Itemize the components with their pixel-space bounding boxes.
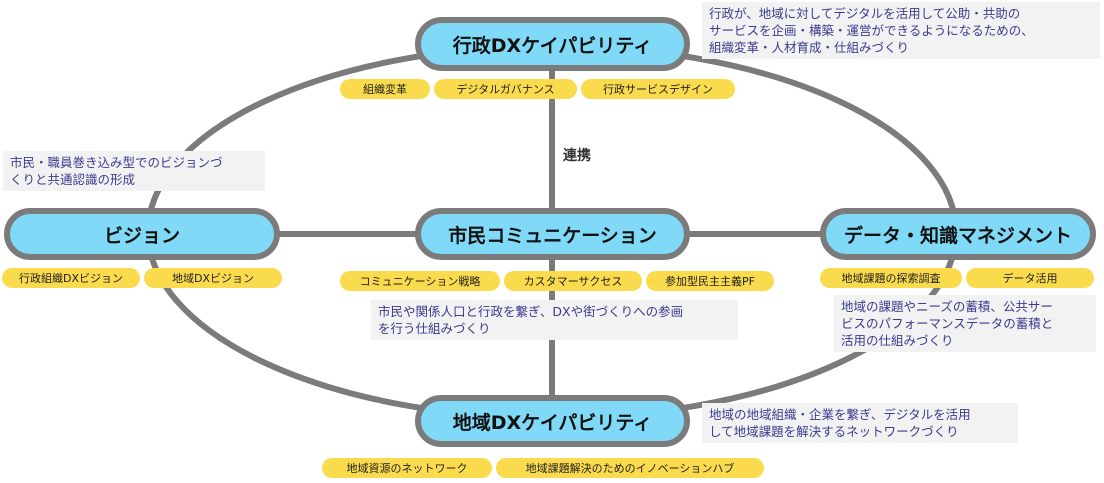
node-data-knowledge: データ・知識マネジメント: [820, 208, 1096, 260]
node-citizen-communication: 市民コミュニケーション: [415, 208, 690, 260]
tag-chiiki-dx-vision: 地域DXビジョン: [144, 268, 282, 288]
tag-gyosei-service-design: 行政サービスデザイン: [581, 79, 735, 99]
note-line: 組織変革・人材育成・仕組みづくり: [709, 40, 910, 55]
note-line: を行う仕組みづくり: [378, 321, 491, 336]
tag-data-katsuyo: データ活用: [966, 268, 1094, 288]
note-line: 市民や関係人口と行政を繋ぎ、DXや街づくりへの参画: [378, 304, 684, 319]
tag-customer-success: カスタマーサクセス: [504, 271, 642, 291]
node-gyosei-dx: 行政DXケイパビリティ: [415, 17, 690, 71]
tag-communication-strategy: コミュニケーション戦略: [340, 271, 500, 291]
tag-chiiki-shigen-network: 地域資源のネットワーク: [322, 458, 492, 478]
note-data-knowledge: 地域の課題やニーズの蓄積、公共サー ビスのパフォーマンスデータの蓄積と 活用の仕…: [834, 295, 1096, 352]
note-line: 地域の課題やニーズの蓄積、公共サー: [841, 299, 1053, 314]
tag-innovation-hub: 地域課題解決のためのイノベーションハブ: [496, 458, 764, 478]
note-line: くりと共通認識の形成: [10, 172, 136, 187]
note-citizen-communication: 市民や関係人口と行政を繋ぎ、DXや街づくりへの参画 を行う仕組みづくり: [371, 300, 738, 340]
note-line: 行政が、地域に対してデジタルを活用して公助・共助の: [709, 6, 1021, 21]
node-chiiki-dx: 地域DXケイパビリティ: [415, 395, 690, 447]
note-line: ビスのパフォーマンスデータの蓄積と: [841, 316, 1054, 331]
tag-participatory-democracy-pf: 参加型民主主義PF: [646, 271, 774, 291]
note-vision: 市民・職員巻き込み型でのビジョンづ くりと共通認識の形成: [3, 151, 265, 191]
note-gyosei-dx: 行政が、地域に対してデジタルを活用して公助・共助の サービスを企画・構築・運営が…: [702, 2, 1100, 59]
tag-chiiki-kadai-survey: 地域課題の探索調査: [820, 268, 962, 288]
note-line: 活用の仕組みづくり: [841, 333, 954, 348]
note-chiiki-dx: 地域の地域組織・企業を繋ぎ、デジタルを活用 して地域課題を解決するネットワークづ…: [702, 403, 1018, 443]
tag-gyosei-soshiki-dx-vision: 行政組織DXビジョン: [2, 268, 140, 288]
note-line: 地域の地域組織・企業を繋ぎ、デジタルを活用: [709, 407, 971, 422]
note-line: サービスを企画・構築・運営ができるようになるための、: [709, 23, 1034, 38]
note-line: して地域課題を解決するネットワークづくり: [709, 424, 959, 439]
tag-digital-governance: デジタルガバナンス: [434, 79, 577, 99]
tag-soshiki-henkaku: 組織変革: [340, 79, 430, 99]
note-line: 市民・職員巻き込み型でのビジョンづ: [10, 155, 223, 170]
node-vision: ビジョン: [4, 208, 280, 260]
link-label: 連携: [563, 148, 591, 164]
